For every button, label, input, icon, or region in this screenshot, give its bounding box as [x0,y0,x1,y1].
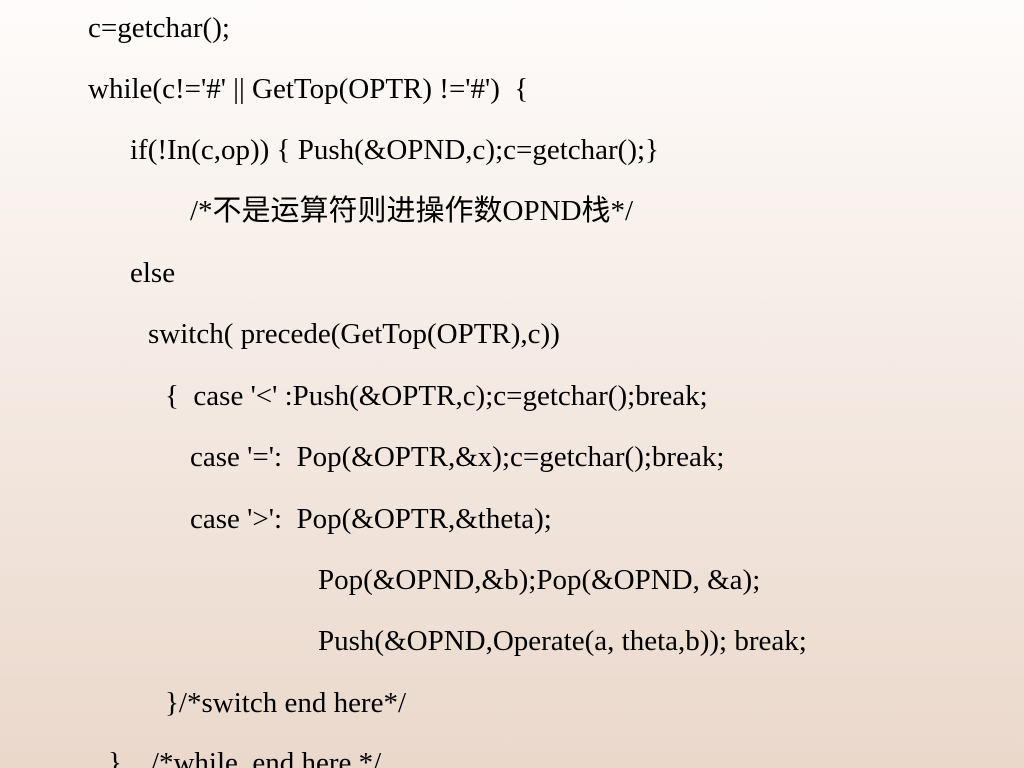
code-line: switch( precede(GetTop(OPTR),c)) [148,318,560,350]
code-line: if(!In(c,op)) { Push(&OPND,c);c=getchar(… [130,134,659,166]
code-comment: } /*while end here */ [108,747,382,768]
code-comment: }/*switch end here*/ [165,687,407,719]
code-line: Push(&OPND,Operate(a, theta,b)); break; [318,625,807,657]
code-comment: /*不是运算符则进操作数OPND栈*/ [190,195,634,227]
code-line: case '>': Pop(&OPTR,&theta); [190,503,552,535]
code-line: { case '<' :Push(&OPTR,c);c=getchar();br… [165,380,708,412]
code-line: case '=': Pop(&OPTR,&x);c=getchar();brea… [190,441,725,473]
code-line: c=getchar(); [88,12,230,44]
code-line: else [130,257,176,289]
code-line: Pop(&OPND,&b);Pop(&OPND, &a); [318,564,761,596]
code-line: while(c!='#' || GetTop(OPTR) !='#') { [88,73,529,105]
